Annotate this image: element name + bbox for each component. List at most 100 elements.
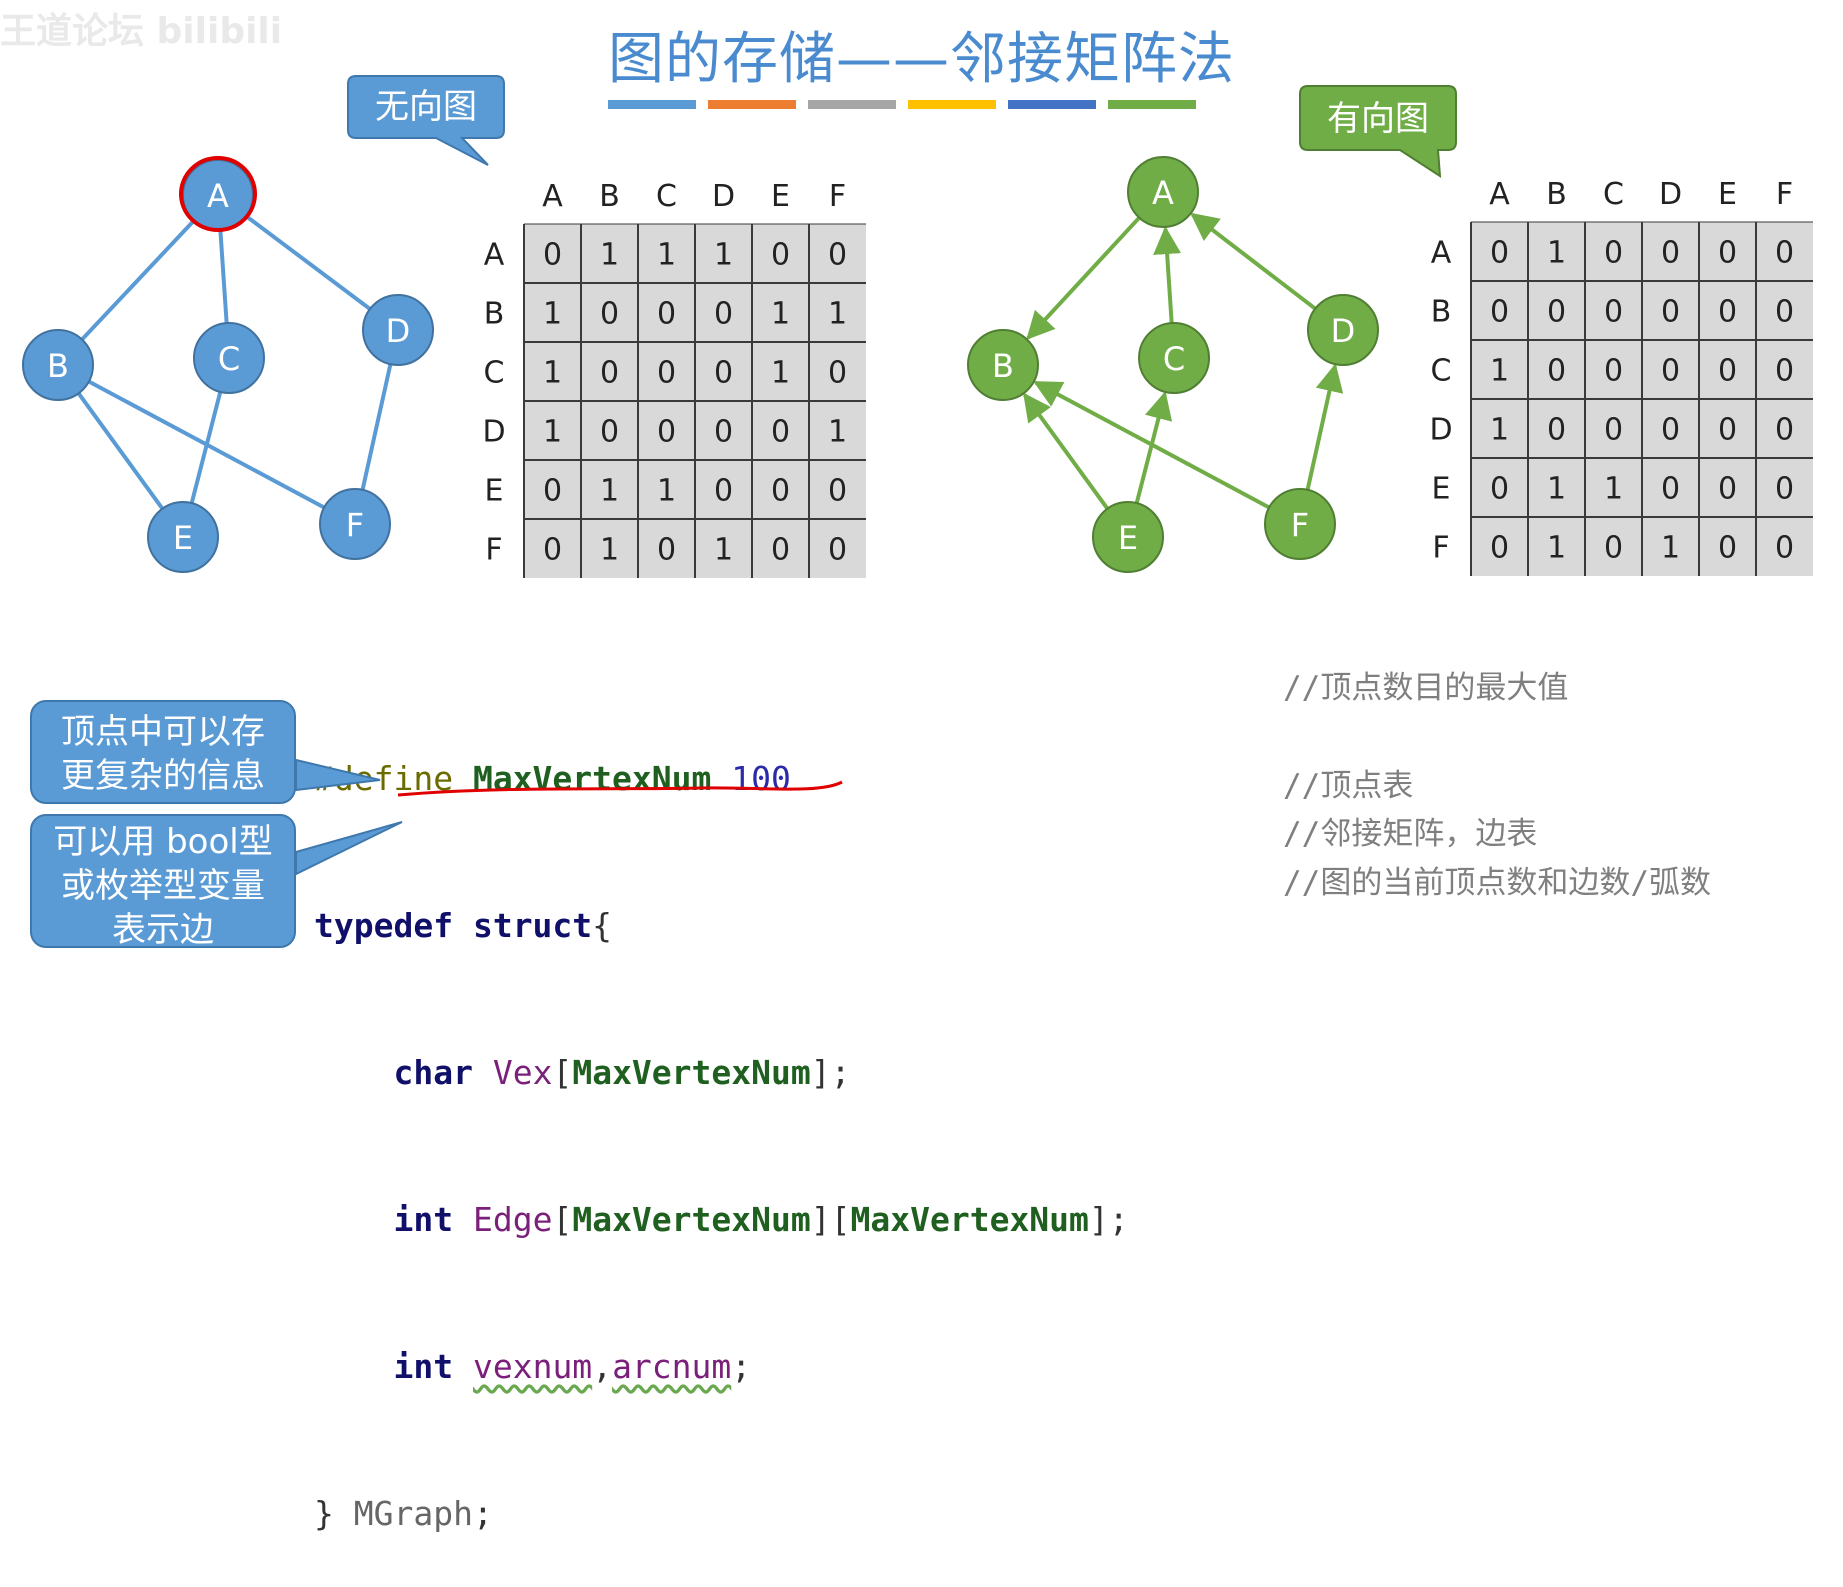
code-line-close: } MGraph; [314,1489,1129,1538]
comment-max-vertex: //顶点数目的最大值 [1283,670,1569,706]
matrix-cell: 0 [1604,413,1623,448]
vertex-C [1138,322,1210,394]
vertex-label-D: D [1331,312,1356,350]
matrix-col-header: F [1776,177,1793,212]
note-edge-line-1: 可以用 bool型 [53,822,273,862]
matrix-cell: 0 [1604,236,1623,271]
note-edge-type: 可以用 bool型 或枚举型变量 表示边 [30,814,296,950]
matrix-cell: 0 [1775,531,1794,566]
matrix-cell: 1 [600,474,619,509]
code-line-counts: int vexnum,arcnum; [314,1342,1129,1391]
edge-A-B [80,219,196,341]
arc-E-C [1134,391,1173,504]
vexnum-field: vexnum [472,1347,593,1386]
title-color-bar-0 [608,100,696,109]
vertex-E [147,501,219,573]
matrix-row-header: D [1429,413,1452,448]
matrix-cell: 0 [1775,354,1794,389]
struct-keyword: struct [472,906,593,945]
matrix-row-header: D [482,415,505,450]
matrix-cell: 1 [1490,413,1509,448]
title-color-bar-4 [1008,100,1096,109]
matrix-cell: 1 [714,238,733,273]
vertex-label-B: B [47,347,69,385]
vertex-C [193,322,265,394]
vertex-label-F: F [1291,506,1309,544]
edge-size-2: MaxVertexNum [850,1200,1089,1239]
vertex-F [319,488,391,560]
matrix-cell: 1 [1547,472,1566,507]
matrix-col-header: F [829,179,846,214]
note-vertex-line-2: 更复杂的信息 [61,756,265,796]
char-keyword: char [393,1053,473,1092]
edge-B-E [76,392,165,510]
arc-A-B [1026,216,1141,340]
matrix-cell: 0 [1718,354,1737,389]
matrix-cell: 1 [771,297,790,332]
vertex-label-C: C [1163,340,1185,378]
matrix-cell: 1 [657,474,676,509]
bracket: [ [552,1053,573,1092]
matrix-row-header: A [1431,236,1452,271]
matrix-cell: 0 [657,356,676,391]
edge-A-C [218,229,229,324]
arc-C-A [1153,226,1182,324]
matrix-cell: 0 [1490,531,1509,566]
matrix-row-header: F [485,533,502,568]
matrix-cell: 1 [1547,531,1566,566]
matrix-cell: 1 [543,297,562,332]
matrix-cell: 0 [1661,413,1680,448]
matrix-cell: 1 [1604,472,1623,507]
matrix-col-header: A [542,179,563,214]
matrix-row-header: A [484,238,505,273]
bracket-mid: ][ [810,1200,851,1239]
comment-adjacency-matrix: //邻接矩阵，边表 [1283,816,1538,852]
vertex-D [362,294,434,366]
matrix-cell: 0 [1775,472,1794,507]
matrix-cell: 0 [1718,413,1737,448]
edge-A-D [244,214,372,311]
bracket: [ [552,1200,573,1239]
matrix-cell: 0 [657,533,676,568]
matrix-row-header: B [1431,295,1452,330]
vertex-label-C: C [218,340,240,378]
matrix-col-header: C [1603,177,1624,212]
matrix-cell: 0 [1718,472,1737,507]
note-vertex-info: 顶点中可以存 更复杂的信息 [30,700,296,804]
comment-counts: //图的当前顶点数和边数/弧数 [1283,865,1711,901]
matrix-col-header: D [1659,177,1682,212]
max-vertex-value: 100 [731,759,791,798]
open-brace: { [592,906,613,945]
vex-field: Vex [492,1053,553,1092]
vertex-label-D: D [386,312,411,350]
arcnum-field: arcnum [612,1347,732,1386]
code-line-define: #define MaxVertexNum 100 [314,754,1129,803]
red-underline [397,780,843,797]
note-pointer-edge [295,821,403,876]
matrix-cell: 0 [600,415,619,450]
matrix-cell: 0 [1604,295,1623,330]
matrix-cell: 0 [1775,236,1794,271]
matrix-cell: 0 [1547,354,1566,389]
vertex-E [1092,501,1164,573]
vertex-D [1307,294,1379,366]
code-line-edge: int Edge[MaxVertexNum][MaxVertexNum]; [314,1195,1128,1244]
arc-F-B [1033,380,1271,510]
callout-directed-label: 有向图 [1327,99,1429,139]
watermark: 王道论坛 bilibili [0,11,283,52]
annotation-overlay [295,758,843,876]
matrix-cell: 0 [828,474,847,509]
semicolon: ; [731,1347,752,1386]
matrix-cell: 1 [543,415,562,450]
note-edge-line-2: 或枚举型变量 [61,866,265,906]
vertex-A [1127,156,1199,228]
matrix-cell: 0 [543,238,562,273]
matrix-cell: 0 [771,238,790,273]
matrix-col-header: A [1489,177,1510,212]
matrix-cell: 1 [714,533,733,568]
highlight-circle-A [179,156,257,232]
matrix-cell: 0 [1661,354,1680,389]
vertex-label-E: E [1118,519,1138,557]
